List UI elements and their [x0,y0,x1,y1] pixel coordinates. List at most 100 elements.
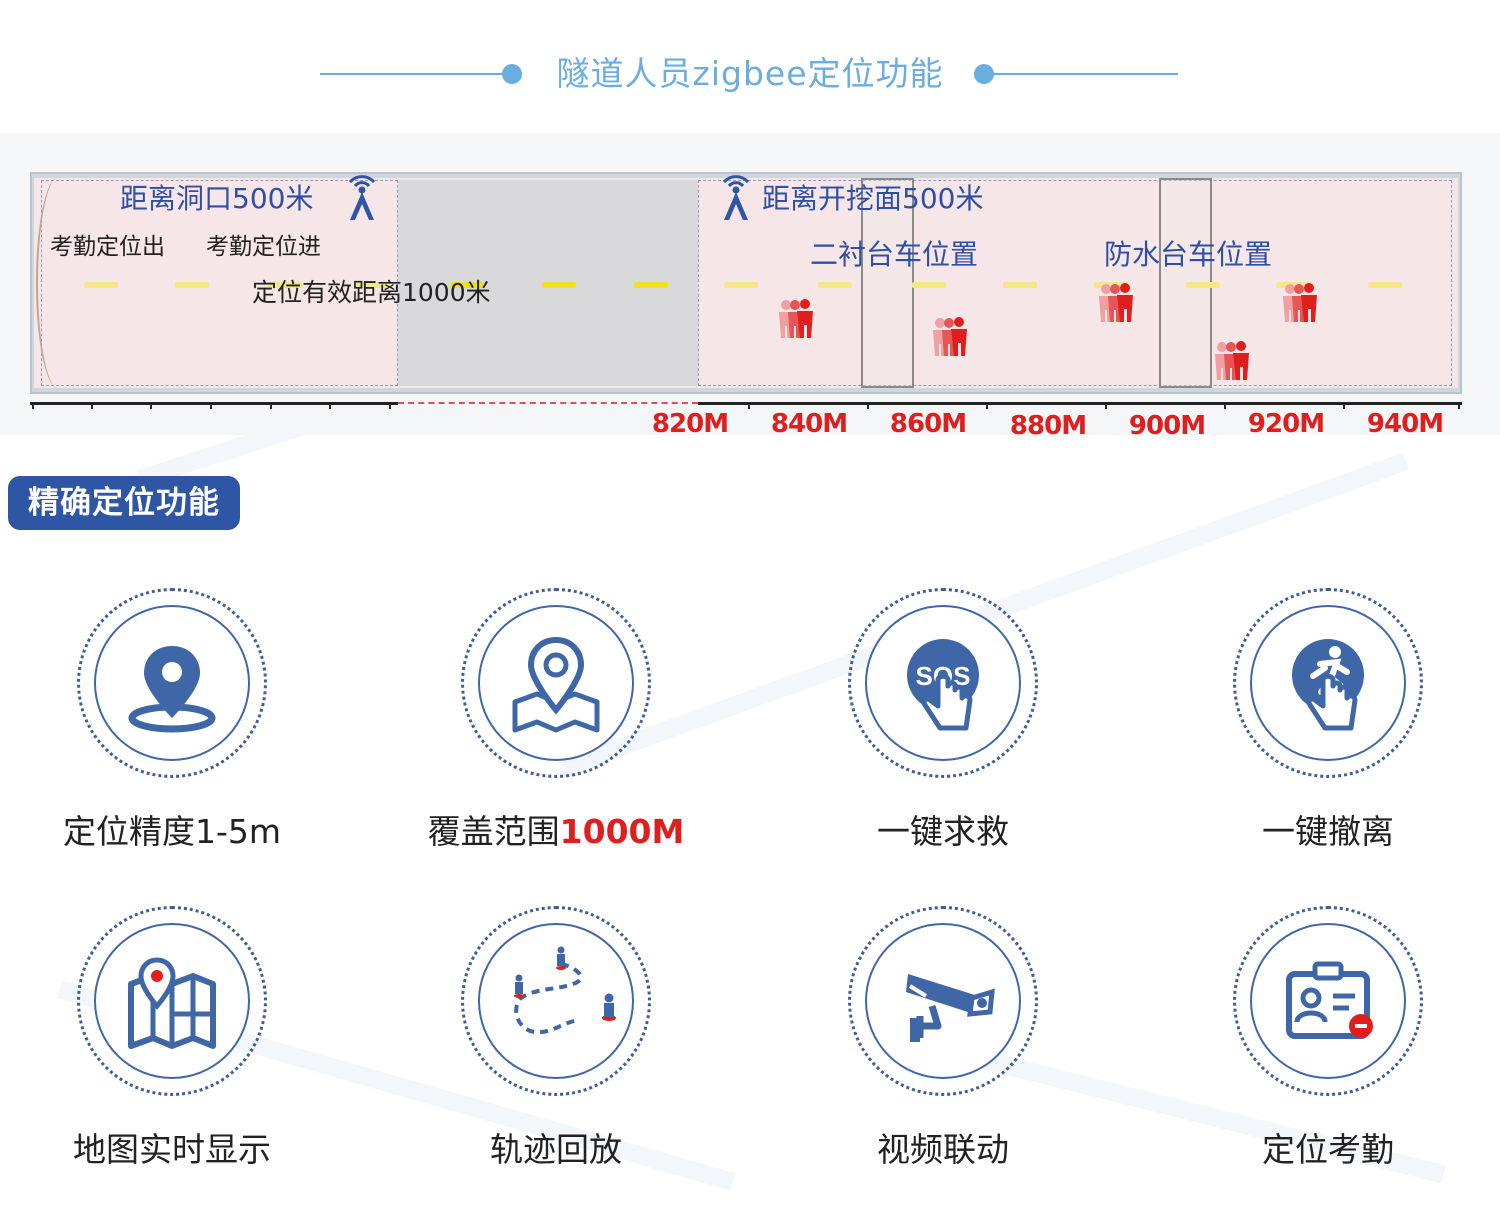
lane-marking [1368,282,1402,288]
lane-marking [175,282,209,288]
feature-label: 轨迹回放 [490,1130,622,1169]
feature-ring-dotted [77,588,267,778]
worker-icon [1215,341,1249,380]
distance-ruler [30,402,398,405]
ruler-tick [150,402,152,409]
evacuate-button-icon [1292,639,1364,731]
lining-trolley-label: 二衬台车位置 [810,238,979,271]
feature-item: 轨迹回放 [366,906,746,1216]
feature-ring: SOS [865,605,1021,761]
feature-item: 地图实时显示 [0,906,362,1216]
waterproof-trolley-label: 防水台车位置 [1104,238,1273,271]
location-pin-icon [128,646,216,733]
title-line-right [990,73,1178,75]
ruler-tick [91,402,93,409]
feature-ring-dotted [1233,906,1423,1096]
feature-ring [865,923,1021,1079]
feature-ring-dotted [461,588,651,778]
ruler-tick [329,402,331,409]
ruler-tick [1343,402,1345,409]
lane-marking [1094,282,1128,288]
ruler-tick [32,402,34,409]
attendance-out-label: 考勤定位出 [50,234,165,260]
feature-label: 一键求救 [877,812,1009,851]
entrance-distance-label: 距离洞口500米 [120,182,314,215]
feature-item: 覆盖范围1000M [366,588,746,898]
scale-label: 860M [889,409,967,439]
feature-item: SOS 一键求救 [753,588,1133,898]
antenna-icon [722,175,750,220]
scale-label: 840M [770,409,848,439]
feature-label: 定位考勤 [1262,1130,1394,1169]
feature-ring-dotted [461,906,651,1096]
ruler-tick [748,402,750,409]
lane-marking [818,282,852,288]
lane-marking [1186,282,1220,288]
lane-marking [634,282,668,288]
feature-label: 地图实时显示 [73,1130,271,1169]
title-dot-right [974,64,994,84]
feature-ring-dotted [1233,588,1423,778]
header: 隧道人员zigbee定位功能 [0,48,1500,100]
face-distance-label: 距离开挖面500米 [762,182,984,215]
ruler-tick [1105,402,1107,409]
feature-ring [478,605,634,761]
feature-item: 一键撤离 [1138,588,1500,898]
feature-ring [1250,605,1406,761]
lane-marking [356,282,390,288]
track-playback-icon [514,946,616,1035]
ruler-tick [270,402,272,409]
scale-label: 900M [1128,411,1206,441]
lane-marking [450,282,484,288]
sos-button-icon: SOS [907,639,979,731]
ruler-tick [986,402,988,409]
ruler-tick [1458,402,1460,409]
feature-ring [478,923,634,1079]
feature-label: 定位精度1-5m [62,812,282,851]
coverage-zone-face [698,180,1452,386]
coverage-zone-entrance [41,180,398,386]
scale-label: 940M [1366,409,1444,439]
worker-icon [1099,283,1133,322]
lane-marking [542,282,576,288]
feature-ring-dotted [848,906,1038,1096]
feature-item: 视频联动 [753,906,1133,1216]
ruler-tick [210,402,212,409]
feature-item: 定位考勤 [1138,906,1500,1216]
worker-icon [779,299,813,338]
feature-item: 定位精度1-5m [0,588,362,898]
effective-range-label: 定位有效距离1000米 [252,278,491,307]
feature-label: 视频联动 [877,1130,1009,1169]
feature-ring [94,923,250,1079]
feature-ring-dotted [77,906,267,1096]
lane-marking [1003,282,1037,288]
camera-icon [906,974,995,1042]
lane-marking [268,282,302,288]
feature-ring [1250,923,1406,1079]
feature-ring-dotted [848,588,1038,778]
feature-ring [94,605,250,761]
ruler-tick [389,402,391,409]
scale-label: 920M [1247,409,1325,439]
page-title: 隧道人员zigbee定位功能 [556,54,944,93]
attendance-in-label: 考勤定位进 [206,234,321,260]
lane-marking [724,282,758,288]
section-badge: 精确定位功能 [8,476,240,530]
worker-icon [933,317,967,356]
distance-ruler [698,402,1462,405]
feature-label: 一键撤离 [1262,812,1394,851]
title-line-left [320,73,510,75]
feature-label: 覆盖范围1000M [427,812,685,851]
map-pin-icon [512,636,600,733]
ruler-tick [1224,402,1226,409]
attendance-card-icon [1286,961,1373,1039]
map-realtime-icon [128,957,216,1049]
lane-marking [84,282,118,288]
antenna-icon [348,175,376,220]
worker-icon [1283,283,1317,322]
ruler-tick [867,402,869,409]
scale-label: 820M [651,409,729,439]
title-dot-left [502,64,522,84]
distance-ruler-gap [398,402,698,404]
scale-label: 880M [1009,411,1087,441]
